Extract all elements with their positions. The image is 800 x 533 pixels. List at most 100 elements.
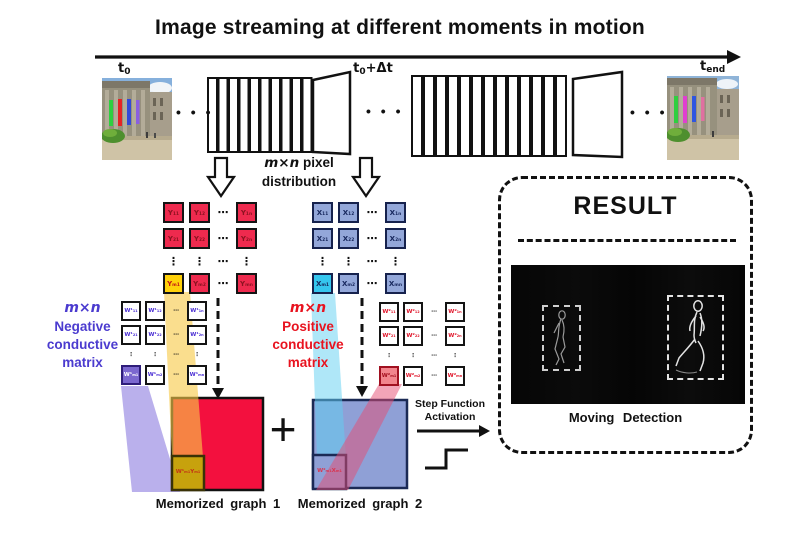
time-label-tend: tend: [700, 59, 726, 75]
ellipsis-h: ⋯: [366, 254, 378, 268]
dashed-drop-arrow-2: [356, 298, 368, 397]
beam-cyan: [311, 293, 346, 458]
matrix-cell: W¹₂ₙ: [187, 325, 207, 345]
step-function-label: Step Function Activation: [415, 398, 485, 424]
matrix-cell: X₂ₙ: [385, 228, 406, 249]
matrix-cell-highlight: Yₘ₁: [163, 273, 184, 294]
ellipsis-v: ⋮: [390, 254, 401, 268]
photo-t0: [101, 78, 172, 160]
ellipsis-v: ⋮: [168, 254, 179, 268]
person-edge-figure-left: [553, 310, 566, 366]
matrix-cell: Y₁ₙ: [236, 202, 257, 223]
building-photo-tend: [666, 76, 739, 160]
matrix-cell: W¹₁ₙ: [187, 301, 207, 321]
matrix-cell: X₂₂: [338, 228, 359, 249]
result-title: RESULT: [573, 192, 678, 220]
photo-tend: [666, 76, 739, 160]
ellipsis-h: ⋯: [217, 254, 229, 268]
stream-ellipsis-right: • • •: [630, 104, 668, 120]
pixel-matrix-y: Y₁₁ Y₁₂ ⋯ Y₁ₙ Y₂₁ Y₂₂ ⋯ Y₂ₙ ⋮ ⋮ ⋯ ⋮ Yₘ₁ …: [163, 202, 257, 294]
stream-ellipsis-left: • • •: [176, 104, 214, 120]
pixel-matrix-x: X₁₁ X₁₂ ⋯ X₁ₙ X₂₁ X₂₂ ⋯ X₂ₙ ⋮ ⋮ ⋯ ⋮ Xₘ₁ …: [312, 202, 406, 294]
ellipsis-h: ⋯: [431, 373, 437, 379]
pixel-distribution-arrows: [205, 156, 382, 198]
positive-conductive-matrix: W²₁₁ W²₁₂ ⋯ W²₁ₙ W²₂₁ W²₂₂ ⋯ W²₂ₙ ⋮ ⋮ ⋯ …: [379, 302, 465, 386]
step-function-arrow: [417, 425, 490, 437]
matrix-cell: X₁ₙ: [385, 202, 406, 223]
time-label-t0: t0: [118, 61, 131, 77]
ellipsis-v: ⋮: [343, 254, 354, 268]
matrix-cell: Xₘₙ: [385, 273, 406, 294]
matrix-cell: Y₁₁: [163, 202, 184, 223]
distribution-word: distribution: [261, 173, 337, 189]
ellipsis-h: ⋯: [366, 232, 378, 245]
ellipsis-v: ⋮: [386, 353, 392, 359]
ellipsis-v: ⋮: [128, 352, 134, 358]
ellipsis-h: ⋯: [217, 232, 229, 245]
matrix-cell: Y₂₁: [163, 228, 184, 249]
negative-matrix-label: m×n Negative conductive matrix: [46, 300, 119, 371]
ellipsis-h: ⋯: [217, 277, 229, 290]
time-label-t0-dt: t0+Δt: [353, 61, 393, 77]
frame-stack-2: [411, 70, 624, 159]
matrix-cell: W²₂ₙ: [445, 326, 465, 346]
matrix-cell: W²₂₁: [379, 326, 399, 346]
memorized-graph-1-caption: Memorized graph 1: [155, 496, 281, 511]
ellipsis-h: ⋯: [431, 333, 437, 339]
matrix-cell: W²₂₂: [403, 326, 423, 346]
plus-operator: +: [269, 403, 297, 455]
matrix-cell: W²₁ₙ: [445, 302, 465, 322]
negative-conductive-matrix: W¹₁₁ W¹₁₂ ⋯ W¹₁ₙ W¹₂₁ W¹₂₂ ⋯ W¹₂ₙ ⋮ ⋮ ⋯ …: [121, 301, 207, 385]
matrix-cell-highlight: W²ₘ₁: [379, 366, 399, 386]
ellipsis-h: ⋯: [173, 372, 179, 378]
ellipsis-h: ⋯: [431, 353, 437, 359]
positive-matrix-label: m×n Positive conductive matrix: [272, 300, 344, 371]
building-photo-t0: [101, 78, 172, 160]
matrix-cell: W¹ₘ₂: [145, 365, 165, 385]
step-function-icon: [425, 448, 468, 470]
timeline-arrow: [95, 50, 741, 64]
ellipsis-v: ⋮: [152, 352, 158, 358]
ellipsis-v: ⋮: [194, 254, 205, 268]
pixel-word: pixel: [303, 155, 334, 170]
frame-stack-1: [207, 70, 352, 156]
pixel-distribution-label: m×n pixel distribution: [238, 154, 360, 192]
result-box: [498, 176, 753, 454]
ellipsis-v: ⋮: [410, 353, 416, 359]
matrix-cell: X₂₁: [312, 228, 333, 249]
ellipsis-v: ⋮: [452, 353, 458, 359]
matrix-cell: W¹₂₂: [145, 325, 165, 345]
ellipsis-h: ⋯: [217, 206, 229, 219]
stream-ellipsis-middle: • • •: [366, 103, 404, 119]
result-caption: Moving Detection: [568, 410, 683, 425]
memorized-graph-2-caption: Memorized graph 2: [297, 496, 423, 511]
matrix-cell: W¹₁₁: [121, 301, 141, 321]
matrix-cell: Xₘ₂: [338, 273, 359, 294]
ellipsis-h: ⋯: [173, 332, 179, 338]
matrix-cell: X₁₂: [338, 202, 359, 223]
matrix-cell: W²₁₂: [403, 302, 423, 322]
matrix-cell: Yₘ₂: [189, 273, 210, 294]
beam-pink: [316, 384, 402, 490]
ellipsis-h: ⋯: [173, 352, 179, 358]
matrix-cell: Y₂ₙ: [236, 228, 257, 249]
graph2-corner-label: W²ₘ₁Xₘ₁: [317, 468, 342, 474]
matrix-cell: W²₁₁: [379, 302, 399, 322]
moving-detection-image: [511, 265, 745, 404]
dashed-drop-arrow-1: [212, 298, 224, 399]
ellipsis-v: ⋮: [194, 352, 200, 358]
person-edge-figure-right: [675, 300, 705, 374]
matrix-cell: Yₘₙ: [236, 273, 257, 294]
matrix-cell-highlight: Xₘ₁: [312, 273, 333, 294]
ellipsis-h: ⋯: [366, 206, 378, 219]
matrix-cell: W¹₁₂: [145, 301, 165, 321]
ellipsis-v: ⋮: [241, 254, 252, 268]
matrix-cell: X₁₁: [312, 202, 333, 223]
graph1-corner-label: W¹ₘ₁Yₘ₁: [175, 469, 201, 475]
matrix-cell-highlight: W¹ₘ₁: [121, 365, 141, 385]
beam-purple: [121, 386, 180, 492]
detection-bbox-left: [542, 305, 581, 371]
ellipsis-h: ⋯: [431, 309, 437, 315]
matrix-cell: Y₁₂: [189, 202, 210, 223]
